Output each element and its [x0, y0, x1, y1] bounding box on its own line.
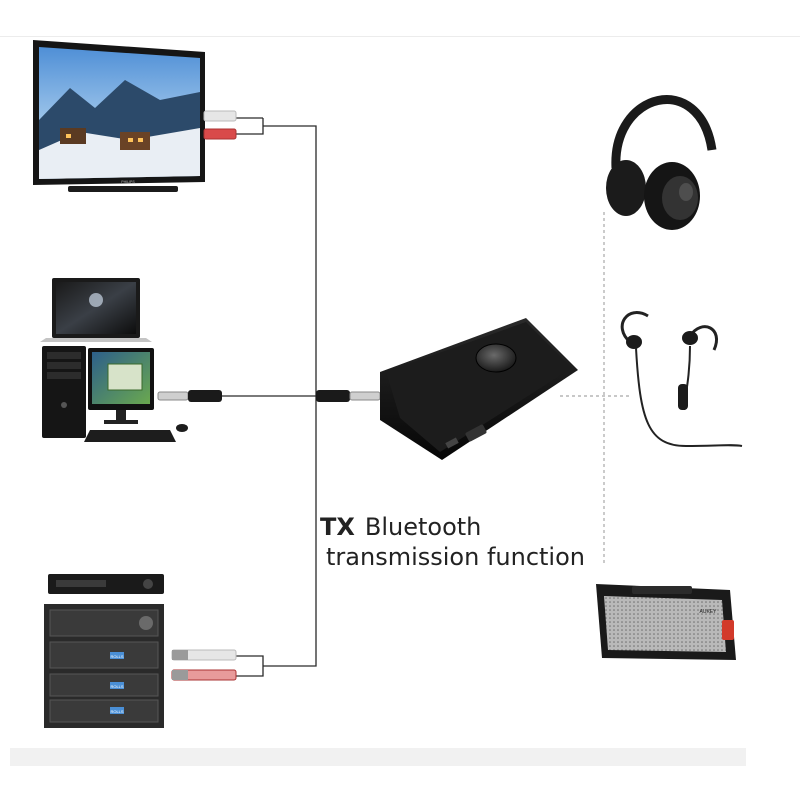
aux-plug-body [188, 390, 222, 402]
mouse [176, 424, 188, 432]
tv-window-light [128, 138, 133, 142]
bluetooth-speaker: AUKEY [596, 584, 736, 660]
caption-line-2: transmission function [326, 543, 585, 571]
rca-plug-tip [172, 670, 188, 680]
earphone-cable [635, 347, 743, 448]
rack-badge-label: ROLLS [110, 654, 123, 659]
speaker-side-accent [722, 620, 734, 640]
rack-unit [49, 699, 159, 723]
rack-badge [110, 707, 124, 714]
left-ear-hook [620, 311, 649, 344]
right-ear-cap [662, 176, 698, 220]
left-earbud [626, 335, 642, 349]
mode-label: TX [320, 513, 355, 541]
rack-badge-label: ROLLS [110, 684, 123, 689]
keyboard [84, 430, 176, 442]
cable-trunk-top [263, 125, 317, 396]
rack-rca-plugs [171, 649, 237, 681]
rca-plug-white [203, 110, 237, 122]
earphones [620, 311, 743, 448]
laptop [40, 278, 152, 342]
tv-rca-plugs [203, 110, 237, 140]
cable-network [222, 117, 320, 677]
bluetooth-link [560, 212, 632, 566]
rca-plug-tip [172, 650, 188, 660]
mode-caption: TX Bluetooth transmission function [320, 512, 610, 572]
inline-remote [678, 384, 688, 410]
port [445, 437, 459, 449]
right-ear-cap-highlight [679, 183, 693, 201]
tv-brand: PHILIPS [121, 180, 135, 184]
rack-unit [49, 673, 159, 697]
caption-line-1: TX Bluetooth [320, 512, 610, 542]
tv-window-light [66, 134, 71, 138]
aux-plug-body [316, 390, 350, 402]
aux-plug-tip [349, 391, 381, 401]
speaker-button-strip [632, 586, 692, 594]
aux-plug-tip [157, 391, 189, 401]
pc-drive-bay [47, 352, 81, 359]
headband [611, 95, 717, 169]
monitor-stand [116, 410, 126, 422]
pc-tower [42, 346, 86, 438]
right-earbud [682, 331, 698, 345]
cable-rack [236, 655, 264, 677]
rack-knob [143, 579, 153, 589]
bottom-band [10, 748, 746, 766]
laptop-screen-glow [89, 293, 103, 307]
mode-switch [465, 424, 487, 442]
transmitter-power-button [475, 343, 517, 373]
audio-rack: ROLLS ROLLS ROLLS [44, 574, 164, 728]
headphones [606, 95, 717, 230]
pc-power-icon [61, 402, 67, 408]
computer-aux-plug [157, 390, 222, 402]
desktop-computer [42, 346, 188, 442]
rack-badge-label: ROLLS [110, 709, 123, 714]
speaker-grill [604, 596, 726, 652]
rack-receiver-display [56, 580, 106, 587]
rack-unit [49, 641, 159, 669]
tv: PHILIPS [33, 40, 205, 192]
rack-unit-knob [139, 616, 153, 630]
tv-house [120, 132, 150, 150]
bluetooth-transmitter [380, 318, 578, 460]
tv-house [60, 128, 86, 144]
speaker-brand: AUKEY [700, 609, 718, 615]
cable-trunk-bottom [263, 396, 317, 667]
transmitter-aux-plug [316, 390, 381, 402]
rca-plug-red [203, 128, 237, 140]
tv-stand [68, 186, 178, 192]
caption-title: Bluetooth [364, 513, 482, 541]
monitor-base [104, 420, 138, 424]
pc-drive-bay [47, 362, 81, 369]
left-ear-cup [606, 160, 646, 216]
tv-window-light [138, 138, 143, 142]
transmitter-top-face [386, 322, 572, 452]
cable-tv [236, 118, 264, 135]
rack-badge [110, 652, 124, 659]
laptop-base [40, 338, 152, 342]
pc-drive-bay [47, 372, 81, 379]
rack-badge [110, 682, 124, 689]
monitor-window [107, 363, 143, 391]
top-divider [0, 36, 800, 37]
laptop-screen [56, 282, 136, 334]
